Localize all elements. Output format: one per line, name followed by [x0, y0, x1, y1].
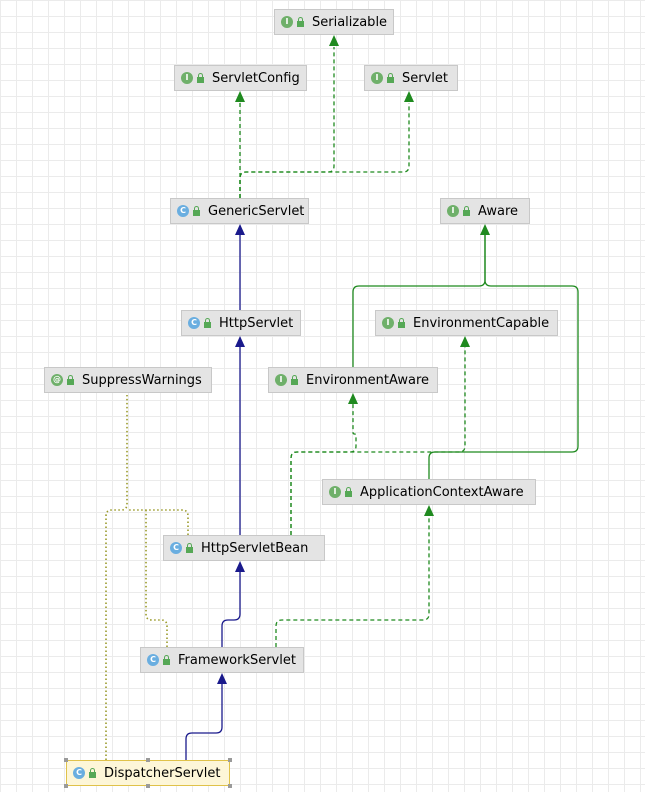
node-label: HttpServlet [219, 315, 294, 331]
node-label: ApplicationContextAware [360, 484, 524, 500]
node-serializable[interactable]: I Serializable [274, 9, 394, 35]
selection-handle[interactable] [146, 758, 150, 762]
public-lock-icon [193, 205, 200, 216]
public-lock-icon [291, 374, 298, 385]
interface-icon: I [382, 317, 394, 329]
selection-handle[interactable] [64, 784, 68, 788]
node-servlet[interactable]: I Servlet [364, 65, 458, 91]
node-environmentaware[interactable]: I EnvironmentAware [268, 367, 438, 393]
node-label: DispatcherServlet [104, 765, 221, 781]
class-icon: C [188, 317, 200, 329]
edge-frameworkservlet-to-httpservletbean [221, 563, 241, 647]
edge-frameworkservlet-to-applicationcontextaware [275, 507, 430, 647]
public-lock-icon [163, 654, 170, 665]
public-lock-icon [186, 542, 193, 553]
arrowhead [348, 393, 358, 404]
public-lock-icon [297, 16, 304, 27]
arrowhead [424, 505, 434, 516]
interface-icon: I [281, 16, 293, 28]
node-genericservlet[interactable]: C GenericServlet [170, 198, 309, 224]
public-lock-icon [387, 72, 394, 83]
node-label: Serializable [312, 14, 388, 30]
interface-icon: I [447, 205, 459, 217]
node-suppresswarnings[interactable]: @ SuppressWarnings [44, 367, 212, 393]
arrowhead [329, 35, 339, 46]
node-httpservletbean[interactable]: C HttpServletBean [163, 535, 325, 561]
edge-applicationcontextaware-to-aware [428, 226, 579, 479]
node-applicationcontextaware[interactable]: I ApplicationContextAware [322, 479, 536, 505]
node-label: GenericServlet [208, 203, 305, 219]
arrowhead [235, 224, 245, 235]
selection-handle[interactable] [146, 784, 150, 788]
node-label: EnvironmentAware [306, 372, 430, 388]
node-label: EnvironmentCapable [413, 315, 550, 331]
node-label: HttpServletBean [201, 540, 309, 556]
public-lock-icon [398, 317, 405, 328]
node-label: ServletConfig [212, 70, 300, 86]
selection-handle[interactable] [228, 758, 232, 762]
interface-icon: I [275, 374, 287, 386]
public-lock-icon [463, 205, 470, 216]
edge-dispatcherservlet-to-suppresswarnings [105, 395, 128, 760]
node-servletconfig[interactable]: I ServletConfig [174, 65, 307, 91]
interface-icon: I [329, 486, 341, 498]
node-dispatcherservlet[interactable]: C DispatcherServlet [66, 760, 230, 786]
arrowhead [217, 673, 227, 684]
node-label: FrameworkServlet [178, 652, 296, 668]
selection-handle[interactable] [228, 784, 232, 788]
edge-frameworkservlet-to-suppresswarnings [145, 510, 168, 647]
edge-dispatcherservlet-to-frameworkservlet [185, 675, 223, 760]
node-environmentcapable[interactable]: I EnvironmentCapable [375, 310, 558, 336]
arrowhead [404, 91, 414, 102]
arrowhead [235, 561, 245, 572]
node-label: Aware [478, 203, 519, 219]
edge-httpservletbean-to-environmentaware [290, 395, 357, 535]
public-lock-icon [67, 374, 74, 385]
arrowhead [235, 336, 245, 347]
node-httpservlet[interactable]: C HttpServlet [181, 310, 301, 336]
class-icon: C [73, 767, 85, 779]
edge-httpservletbean-to-suppresswarnings [127, 509, 189, 535]
node-label: SuppressWarnings [82, 372, 202, 388]
annotation-icon: @ [51, 374, 63, 386]
public-lock-icon [345, 486, 352, 497]
interface-icon: I [371, 72, 383, 84]
edge-genericservlet-to-serializable [239, 47, 335, 198]
class-icon: C [170, 542, 182, 554]
interface-icon: I [181, 72, 193, 84]
arrowhead [235, 91, 245, 102]
arrowhead [480, 224, 490, 235]
public-lock-icon [197, 72, 204, 83]
class-icon: C [177, 205, 189, 217]
node-frameworkservlet[interactable]: C FrameworkServlet [140, 647, 304, 673]
node-aware[interactable]: I Aware [440, 198, 530, 224]
node-label: Servlet [402, 70, 448, 86]
selection-handle[interactable] [64, 758, 68, 762]
public-lock-icon [89, 767, 96, 778]
public-lock-icon [204, 317, 211, 328]
class-icon: C [147, 654, 159, 666]
edge-genericservlet-to-servlet [239, 103, 410, 198]
arrowhead [460, 336, 470, 347]
